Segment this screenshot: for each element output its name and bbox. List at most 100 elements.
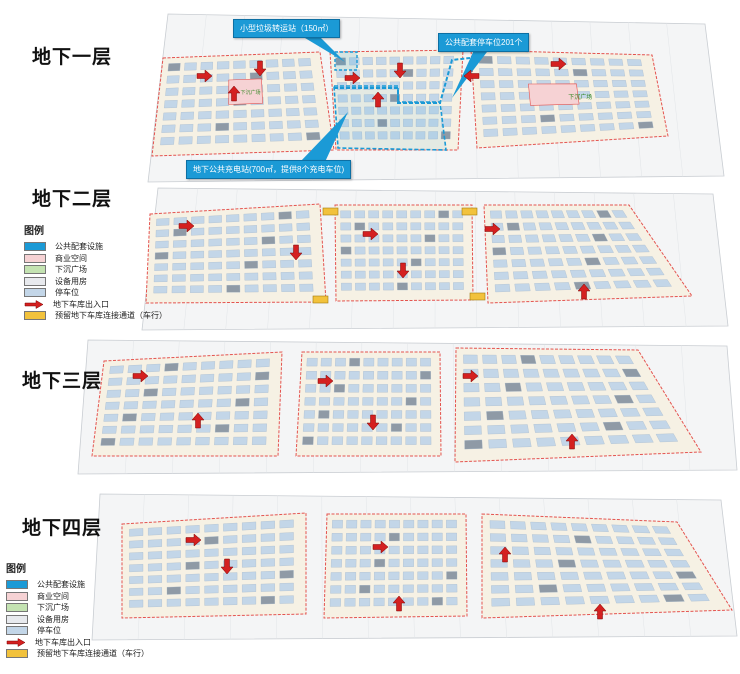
parking-zone: [675, 571, 697, 579]
parking-zone: [510, 424, 529, 434]
parking-zone: [431, 545, 443, 554]
parking-zone: [497, 56, 512, 65]
parking-zone: [572, 69, 588, 77]
sunken-plaza-label: 下沉广场: [240, 89, 260, 96]
connector-channel: [461, 207, 478, 216]
parking-zone: [252, 423, 267, 432]
parking-zone: [226, 226, 240, 234]
parking-zone: [340, 258, 352, 267]
parking-zone: [330, 585, 342, 594]
parking-zone: [506, 396, 525, 406]
parking-zone: [403, 81, 414, 90]
parking-zone: [410, 246, 422, 255]
parking-zone: [355, 270, 366, 279]
parking-zone: [165, 87, 179, 96]
parking-zone: [424, 246, 436, 255]
parking-zone: [302, 95, 316, 104]
parking-zone: [512, 546, 529, 555]
legend-top-swatch: [24, 311, 46, 321]
parking-zone: [390, 436, 402, 445]
commercial-space: [528, 83, 580, 106]
parking-zone: [286, 120, 301, 129]
legend-bottom-item: 公共配套设施: [6, 579, 149, 591]
parking-zone: [520, 210, 534, 219]
red-arrow-icon: [550, 57, 567, 71]
parking-zone: [420, 384, 431, 393]
parking-zone: [489, 520, 506, 529]
parking-zone: [266, 71, 280, 80]
parking-zone: [334, 371, 346, 380]
parking-zone: [631, 434, 654, 444]
parking-zone: [335, 358, 346, 367]
parking-zone: [200, 61, 213, 70]
parking-zone: [424, 210, 435, 219]
parking-zone: [490, 572, 509, 581]
parking-zone: [340, 210, 351, 219]
parking-zone: [681, 582, 704, 591]
parking-zone: [624, 559, 645, 568]
parking-zone: [262, 248, 276, 257]
parking-zone: [140, 413, 156, 422]
legend-bottom-label: 预留地下车库连接通道（车行）: [37, 649, 149, 659]
parking-zone: [431, 571, 443, 580]
parking-zone: [464, 411, 481, 421]
parking-zone: [431, 519, 443, 529]
parking-zone: [191, 216, 205, 225]
parking-zone: [657, 537, 678, 545]
parking-zone: [607, 435, 630, 444]
parking-zone: [510, 521, 526, 530]
parking-zone: [279, 582, 294, 592]
parking-zone: [631, 525, 651, 534]
parking-zone: [446, 584, 458, 593]
parking-zone: [267, 96, 282, 105]
parking-zone: [594, 90, 610, 98]
legend-bottom-label: 地下车库出入口: [35, 637, 91, 647]
parking-zone: [335, 57, 346, 66]
parking-zone: [687, 593, 710, 602]
parking-zone: [184, 62, 197, 71]
parking-zone: [577, 355, 595, 364]
parking-zone: [403, 93, 413, 102]
parking-zone: [208, 226, 222, 235]
parking-zone: [515, 56, 531, 65]
parking-zone: [420, 358, 431, 367]
parking-zone: [331, 533, 343, 542]
parking-zone: [593, 281, 612, 289]
legend-top-title: 图例: [24, 226, 44, 237]
legend-bottom-swatch: [6, 591, 28, 601]
parking-zone: [642, 407, 664, 417]
parking-zone: [208, 285, 222, 293]
legend-top-swatch: [24, 253, 46, 263]
parking-zone: [243, 213, 257, 222]
parking-zone: [428, 106, 439, 115]
parking-zone: [534, 57, 549, 65]
parking-zone: [638, 256, 658, 264]
parking-zone: [127, 364, 143, 373]
parking-zone: [364, 119, 375, 127]
parking-zone: [396, 210, 407, 219]
parking-zone: [554, 282, 571, 291]
parking-zone: [233, 134, 248, 143]
parking-zone: [103, 413, 119, 422]
grid-line: [321, 496, 323, 639]
parking-zone: [509, 247, 525, 255]
parking-zone: [552, 534, 571, 543]
legend-top-swatch: [24, 288, 46, 298]
parking-zone: [511, 259, 527, 268]
parking-zone: [391, 358, 403, 367]
parking-zone: [540, 596, 560, 606]
parking-zone: [416, 81, 427, 90]
parking-zone: [300, 82, 315, 91]
parking-zone: [160, 400, 176, 409]
parking-zone: [628, 381, 649, 391]
parking-zone: [484, 382, 501, 392]
parking-zone: [284, 95, 299, 104]
parking-zone: [417, 584, 429, 593]
legend-bottom-label: 商业空间: [37, 591, 69, 601]
parking-zone: [405, 410, 417, 419]
parking-zone: [396, 246, 408, 255]
parking-zone: [669, 560, 691, 568]
parking-zone: [226, 284, 241, 293]
parking-zone: [190, 227, 205, 236]
parking-zone: [360, 546, 371, 555]
